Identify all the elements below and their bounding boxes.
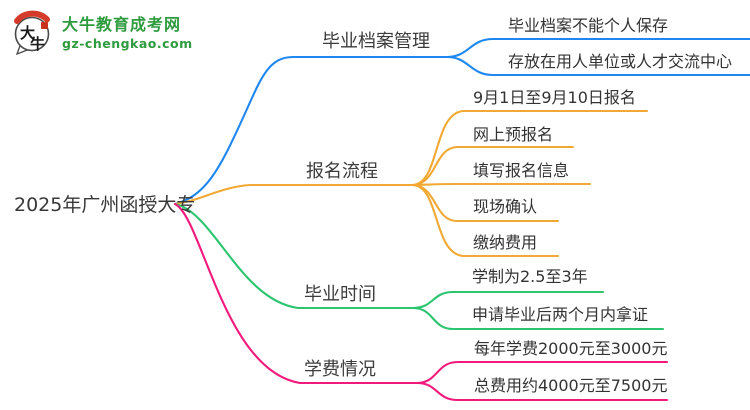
leaf-node: 毕业档案不能个人保存 (508, 16, 669, 35)
leaf-curve (411, 183, 560, 258)
logo-title: 大牛教育成考网 (62, 15, 182, 34)
leaf-curve (415, 381, 669, 402)
leaf-curve (411, 306, 665, 331)
leaf-curve (415, 360, 669, 385)
daniu-logo-icon: 大 牛 (14, 10, 50, 56)
leaf-node: 申请毕业后两个月内拿证 (472, 305, 649, 324)
red-cap-icon (14, 10, 50, 24)
logo-domain[interactable]: gz-chengkao.com (62, 36, 193, 52)
leaf-curve (411, 145, 575, 187)
logo-char-bottom: 牛 (30, 35, 45, 53)
leaf-curve (445, 55, 750, 77)
leaf-curve (411, 109, 649, 187)
branch-curve (173, 183, 415, 206)
leaf-curve (411, 290, 605, 310)
leaf-curve (445, 37, 750, 59)
leaf-node: 总费用约4000元至7500元 (474, 376, 668, 395)
site-logo[interactable]: 大 牛 大牛教育成考网 gz-chengkao.com (8, 8, 193, 56)
leaf-node: 存放在用人单位或人才交流中心 (508, 52, 733, 71)
branch-curve (173, 202, 419, 385)
branch-curve (173, 55, 449, 206)
branch-node-graduation: 毕业时间 (304, 284, 376, 305)
leaf-node: 9月1日至9月10日报名 (473, 88, 636, 107)
leaf-node: 网上预报名 (473, 125, 554, 144)
branch-lines-graduation (173, 202, 665, 331)
root-node: 2025年广州函授大专 (14, 194, 196, 216)
branch-node-signup: 报名流程 (306, 161, 378, 182)
leaf-curve (411, 182, 592, 187)
branch-node-tuition: 学费情况 (304, 359, 376, 380)
branch-lines-tuition (173, 202, 669, 402)
branch-node-archives: 毕业档案管理 (322, 31, 430, 52)
logo-text: 大牛教育成考网 gz-chengkao.com (62, 8, 193, 51)
logo-char-top: 大 (20, 24, 35, 42)
leaf-node: 缴纳费用 (473, 233, 538, 252)
leaf-node: 填写报名信息 (473, 161, 570, 180)
branch-lines-archives (173, 37, 750, 206)
branch-curve (173, 202, 415, 310)
red-seal-icon (41, 22, 48, 29)
leaf-node: 现场确认 (473, 197, 538, 216)
leaf-node: 学制为2.5至3年 (472, 267, 588, 286)
speech-bubble (14, 16, 50, 52)
leaf-node: 每年学费2000元至3000元 (474, 339, 668, 358)
branch-lines-signup (173, 109, 649, 258)
